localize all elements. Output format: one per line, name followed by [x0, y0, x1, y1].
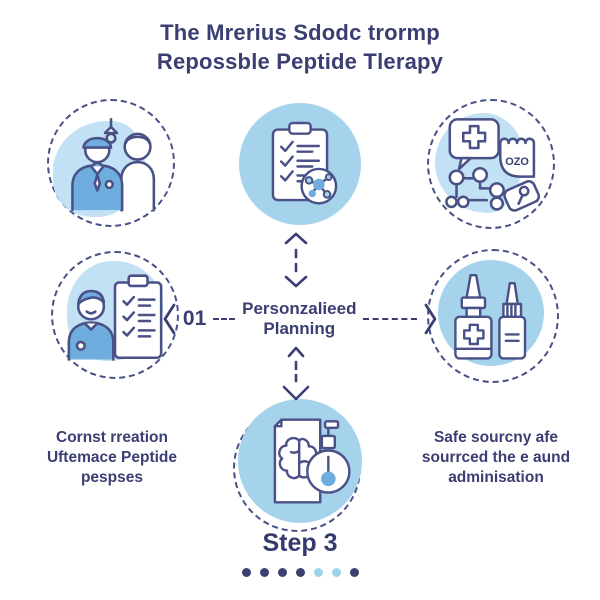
- pagination-dot: [313, 568, 323, 577]
- dashed-connector: [213, 318, 236, 320]
- caption-line: Safe sourcny afe: [433, 429, 559, 446]
- pagination-dot: [295, 568, 305, 577]
- nasal-spray-icon: [429, 251, 557, 381]
- title-line-2: Repossble Peptide Tlerapy: [156, 49, 444, 75]
- step-circle-doctor-checklist: [51, 251, 179, 379]
- caption-line: sourrced the e aund: [421, 449, 571, 467]
- pagination-dot: [277, 568, 287, 577]
- step-circle-doctor-patient: [47, 99, 175, 227]
- center-label-line-1: Personzalieed: [242, 298, 357, 318]
- pagination-dot: [349, 568, 359, 577]
- pagination-dot: [241, 568, 251, 577]
- title-line-1: The Mrerius Sdodc trormp: [160, 20, 440, 45]
- pagination-dot: [331, 568, 341, 577]
- doctor-patient-icon: [49, 101, 173, 225]
- step-number: 01: [182, 307, 207, 330]
- dashed-connector: [363, 318, 418, 320]
- page-title: The Mrerius Sdodc trormp Repossble Pepti…: [0, 18, 600, 76]
- step-circle-checklist: [239, 103, 361, 225]
- pill-pack-label: OZO: [505, 156, 529, 168]
- doctor-checklist-icon: [53, 253, 177, 377]
- chevron-right-icon: [424, 303, 437, 335]
- step-circle-brain-spray: [238, 399, 362, 523]
- caption-line: adminisation: [448, 469, 544, 487]
- chevron-left-icon: [163, 303, 176, 335]
- arrow-up-down-icon: [283, 231, 309, 294]
- step-label: Step 3: [262, 529, 338, 557]
- caption-bottom-left: Cornst rreation Uftemace Peptide pespses: [16, 428, 208, 488]
- caption-line: pespses: [80, 469, 144, 487]
- center-flow-row: 01 Personzalieed Planning: [163, 295, 437, 343]
- caption-bottom-right: Safe sourcny afe sourrced the e aund adm…: [394, 428, 598, 488]
- pagination-dot: [259, 568, 269, 577]
- center-label: Personzalieed Planning: [242, 299, 356, 339]
- arrow-up-down-icon: [281, 345, 311, 406]
- step-circle-nasal-spray: [427, 249, 559, 383]
- center-label-line-2: Planning: [263, 319, 336, 338]
- brain-document-icon: [238, 399, 362, 523]
- clipboard-checklist-icon: [239, 103, 361, 225]
- pagination-dots: [0, 568, 600, 577]
- step-circle-medicine: OZO: [427, 99, 555, 229]
- medicine-molecule-icon: OZO: [429, 101, 553, 227]
- caption-line: Cornst rreation: [56, 429, 168, 446]
- caption-line: Uftemace Peptide: [46, 449, 178, 467]
